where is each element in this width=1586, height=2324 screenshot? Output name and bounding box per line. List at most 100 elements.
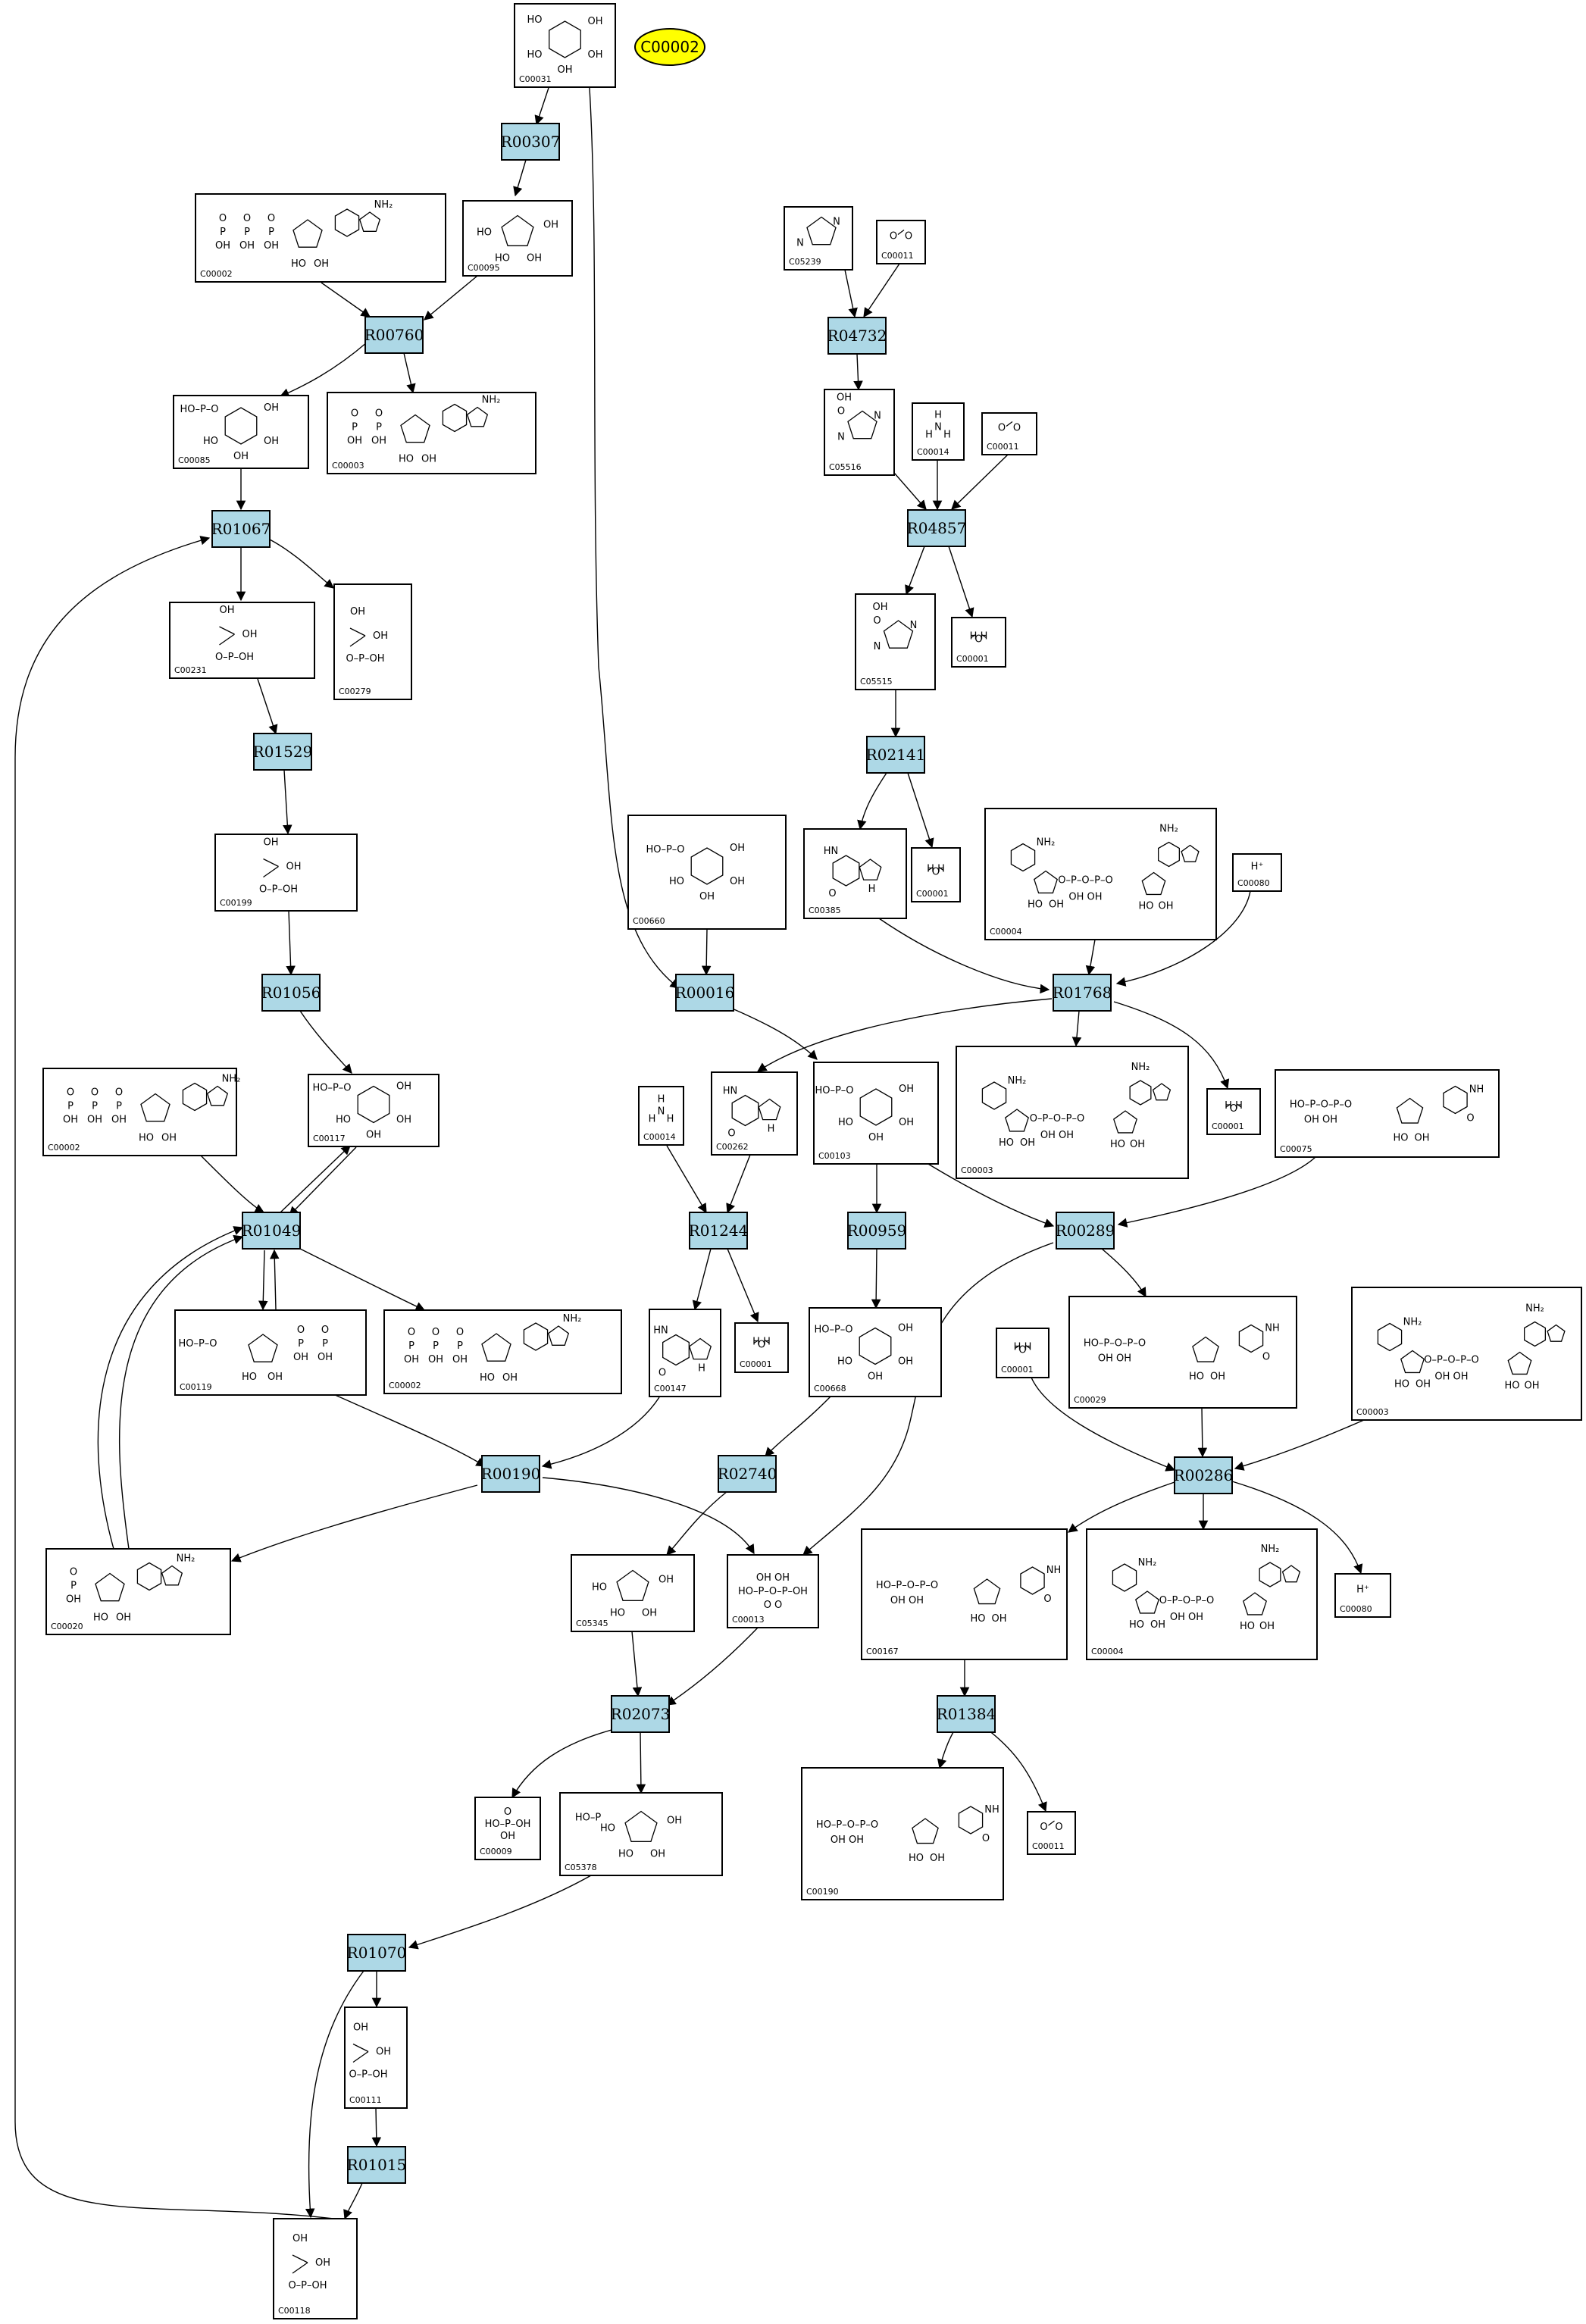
- reaction-node-r04857[interactable]: R04857: [907, 509, 967, 547]
- target-ellipse[interactable]: [634, 28, 705, 66]
- compound-box[interactable]: [734, 1322, 789, 1373]
- compound-box[interactable]: [333, 583, 412, 700]
- reaction-node-r00286[interactable]: R00286: [1174, 1456, 1234, 1494]
- compound-box[interactable]: [514, 3, 616, 88]
- compound-box[interactable]: [383, 1309, 622, 1394]
- reaction-node-r01067[interactable]: R01067: [211, 510, 271, 548]
- compound-box[interactable]: [813, 1062, 939, 1165]
- reaction-box[interactable]: [611, 1695, 670, 1733]
- reaction-box[interactable]: [242, 1212, 301, 1250]
- reaction-box[interactable]: [827, 317, 887, 355]
- reaction-node-r02141[interactable]: R02141: [866, 736, 926, 774]
- reaction-box[interactable]: [364, 316, 424, 354]
- compound-box[interactable]: [559, 1792, 723, 1876]
- reaction-box[interactable]: [1174, 1456, 1233, 1494]
- reaction-node-r04732[interactable]: R04732: [827, 317, 887, 355]
- reaction-box[interactable]: [211, 510, 271, 548]
- compound-box[interactable]: [474, 1797, 541, 1860]
- reaction-box[interactable]: [675, 974, 734, 1012]
- compound-box[interactable]: [981, 412, 1037, 455]
- compound-box[interactable]: [45, 1548, 231, 1635]
- reaction-box[interactable]: [501, 123, 560, 161]
- reaction-node-r01384[interactable]: R01384: [937, 1695, 996, 1733]
- reaction-box[interactable]: [481, 1455, 540, 1493]
- reaction-node-r00289[interactable]: R00289: [1056, 1212, 1115, 1250]
- reaction-node-r00190[interactable]: R00190: [481, 1455, 541, 1493]
- compound-box[interactable]: [1068, 1296, 1297, 1409]
- compound-box[interactable]: [803, 828, 907, 919]
- reaction-node-r01244[interactable]: R01244: [689, 1212, 749, 1250]
- compound-box[interactable]: [649, 1309, 721, 1397]
- reaction-node-r01015[interactable]: R01015: [347, 2146, 407, 2184]
- compound-box[interactable]: [344, 2007, 408, 2109]
- reaction-box[interactable]: [689, 1212, 748, 1250]
- compound-box[interactable]: [711, 1071, 798, 1156]
- compound-box[interactable]: [462, 200, 573, 277]
- compound-box[interactable]: [638, 1086, 684, 1146]
- compound-box[interactable]: [174, 1309, 367, 1396]
- reaction-node-r02740[interactable]: R02740: [718, 1455, 777, 1493]
- compound-box[interactable]: [951, 617, 1006, 668]
- compound-box[interactable]: [809, 1307, 942, 1397]
- compound-box[interactable]: [801, 1767, 1004, 1900]
- compound-box[interactable]: [911, 847, 961, 902]
- compound-node-c00080[interactable]: H⁺C00080: [1232, 853, 1282, 892]
- compound-box[interactable]: [42, 1068, 237, 1156]
- compound-box[interactable]: [1232, 853, 1282, 892]
- reaction-node-r00959[interactable]: R00959: [847, 1212, 907, 1250]
- reaction-node-r00760[interactable]: R00760: [364, 316, 424, 354]
- compound-box[interactable]: [327, 392, 536, 474]
- reaction-node-r01768[interactable]: R01768: [1053, 974, 1112, 1012]
- compound-box[interactable]: [876, 220, 926, 264]
- reaction-box[interactable]: [347, 1934, 406, 1972]
- compound-box[interactable]: [996, 1328, 1050, 1378]
- reaction-node-r01056[interactable]: R01056: [261, 974, 321, 1012]
- compound-box[interactable]: [784, 206, 853, 271]
- reaction-box[interactable]: [907, 509, 966, 547]
- reaction-box[interactable]: [718, 1455, 777, 1493]
- reaction-node-r02073[interactable]: R02073: [611, 1695, 671, 1733]
- compound-box[interactable]: [571, 1554, 695, 1632]
- reaction-box[interactable]: [847, 1212, 906, 1250]
- compound-box[interactable]: [627, 815, 787, 930]
- reaction-node-r01070[interactable]: R01070: [347, 1934, 407, 1972]
- reaction-box[interactable]: [866, 736, 925, 774]
- compound-node-c00080[interactable]: H⁺C00080: [1334, 1573, 1391, 1618]
- compound-box[interactable]: [727, 1554, 819, 1628]
- compound-box[interactable]: [1351, 1287, 1582, 1421]
- compound-box[interactable]: [824, 389, 895, 476]
- reaction-node-r00307[interactable]: R00307: [501, 123, 561, 161]
- compound-box[interactable]: [1334, 1573, 1391, 1618]
- compound-box[interactable]: [1206, 1088, 1261, 1135]
- compound-box[interactable]: [984, 808, 1217, 940]
